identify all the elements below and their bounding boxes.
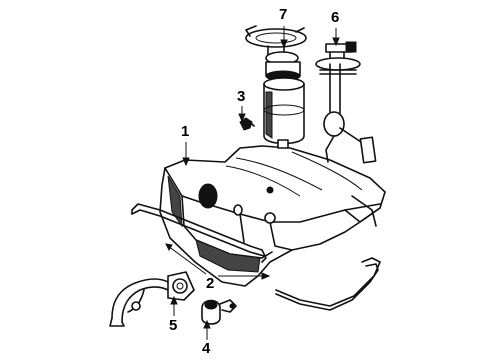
callout-1: 1: [181, 123, 190, 140]
fuel-pump-assembly: [245, 25, 307, 149]
callout-3: 3: [237, 88, 246, 105]
callout-2: 2: [206, 275, 215, 292]
callout-5: 5: [169, 317, 178, 334]
leader-lines: [165, 26, 340, 340]
callout-7: 7: [279, 6, 288, 23]
fuel-tank: [159, 145, 386, 287]
tank-straps: [131, 203, 381, 311]
fuel-cap: [201, 299, 237, 325]
retainer-clip: [239, 117, 255, 131]
callout-6: 6: [331, 9, 340, 26]
fuel-sender-assembly: [315, 41, 377, 164]
callout-4: 4: [202, 340, 211, 357]
filler-neck: [109, 271, 195, 327]
